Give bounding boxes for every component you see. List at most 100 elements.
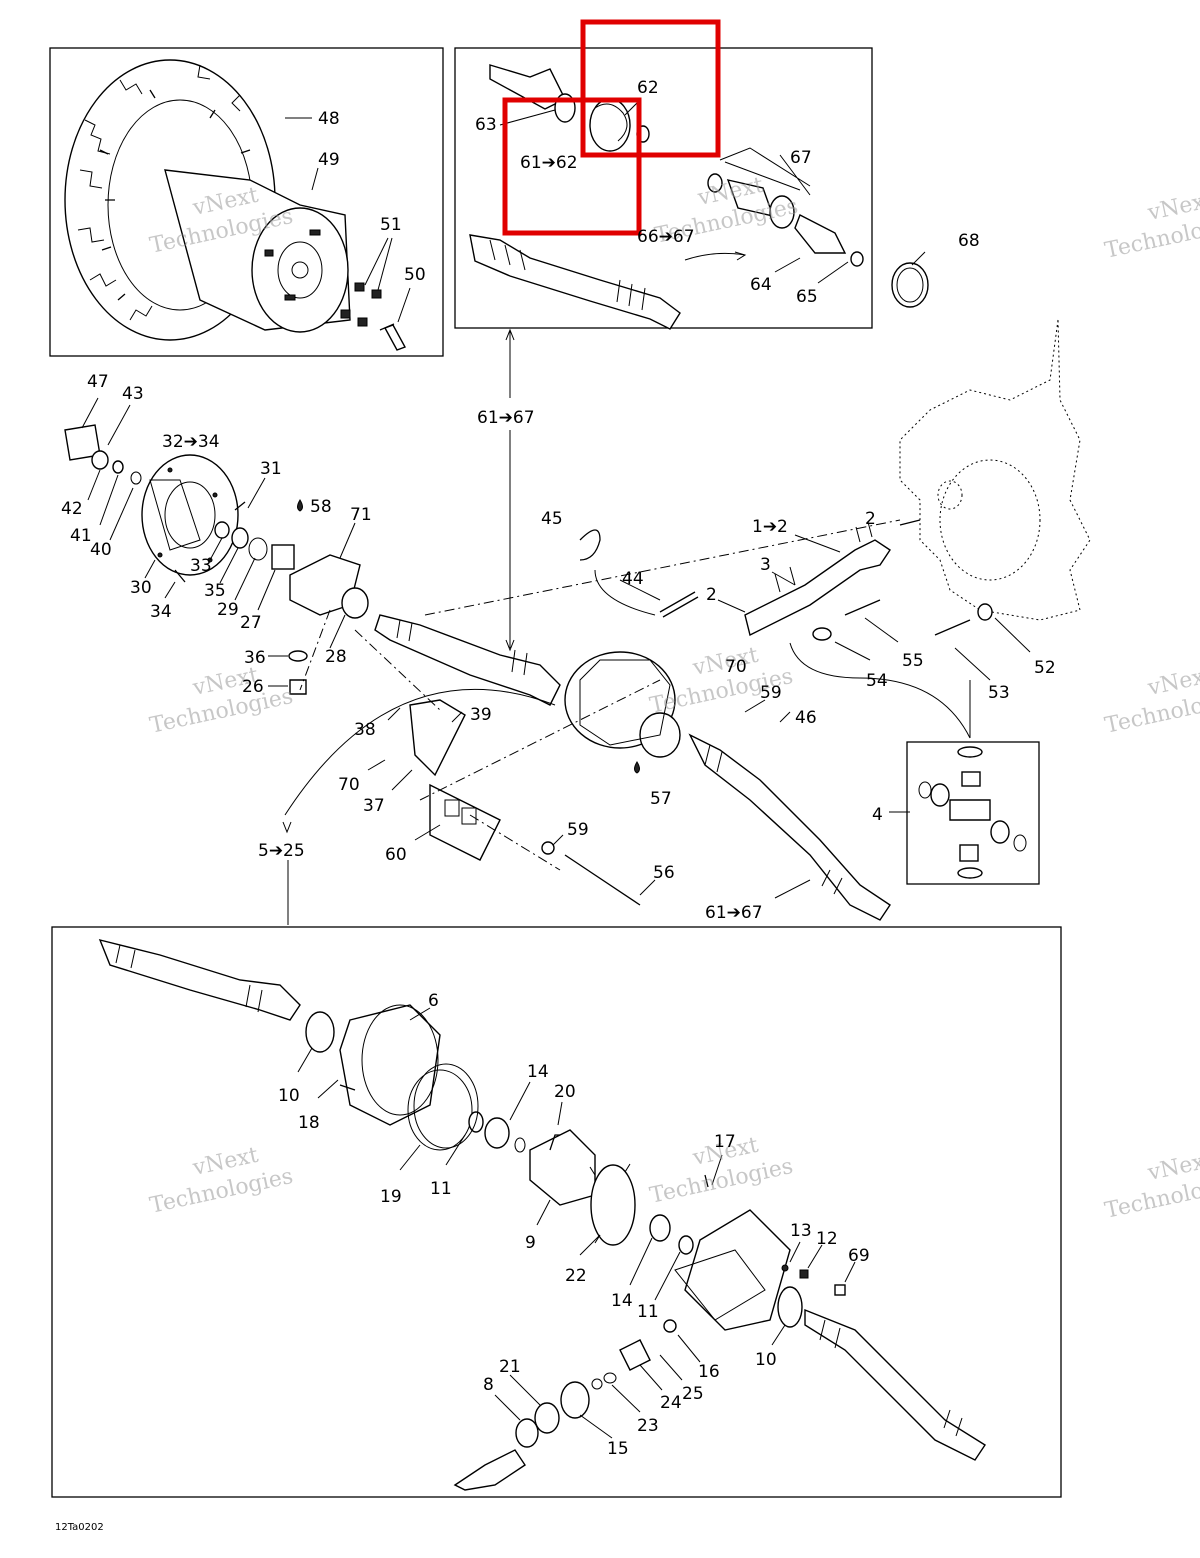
part-label: 24: [660, 1393, 682, 1413]
part-label: 44: [622, 569, 644, 589]
part-label: 13: [790, 1221, 812, 1241]
part-label: 43: [122, 384, 144, 404]
part-label: 45: [541, 509, 563, 529]
wheel-stud: [379, 323, 407, 351]
part-label: 3: [760, 555, 771, 575]
part-label: 61➔67: [705, 903, 763, 923]
spring-and-clip: [579, 529, 699, 618]
part-label: 5➔25: [258, 841, 305, 861]
highlight-box-62: [580, 19, 721, 158]
differential-frame: [51, 926, 1062, 1498]
part-label: 58: [310, 497, 332, 517]
part-label: 68: [958, 231, 980, 251]
universal-joint-cross: [918, 746, 1027, 879]
part-label: 57: [650, 789, 672, 809]
part-label: 41: [70, 526, 92, 546]
wheel-frame: [49, 47, 444, 357]
part-label: 8: [483, 1375, 494, 1395]
part-label: 61➔67: [477, 408, 535, 428]
part-label: 54: [866, 671, 888, 691]
part-label: 11: [637, 1302, 659, 1322]
part-label: 31: [260, 459, 282, 479]
part-label: 51: [380, 215, 402, 235]
part-label: 26: [242, 677, 264, 697]
part-label: 56: [653, 863, 675, 883]
part-label: 64: [750, 275, 772, 295]
part-label: 30: [130, 578, 152, 598]
part-label: 53: [988, 683, 1010, 703]
part-label: 50: [404, 265, 426, 285]
part-label: 21: [499, 1357, 521, 1377]
part-label: 46: [795, 708, 817, 728]
part-label: 19: [380, 1187, 402, 1207]
part-label: 49: [318, 150, 340, 170]
part-label: 34: [150, 602, 172, 622]
part-label: 27: [240, 613, 262, 633]
part-label: 55: [902, 651, 924, 671]
part-label: 14: [611, 1291, 633, 1311]
part-label: 1➔2: [752, 517, 788, 537]
oil-drop-icon: [297, 499, 303, 512]
rear-driveshaft-illustration: [744, 519, 993, 641]
part-label: 59: [567, 820, 589, 840]
universal-joint-frame: [906, 741, 1040, 885]
part-label: 17: [714, 1132, 736, 1152]
part-label: 37: [363, 796, 385, 816]
part-label: 6: [428, 991, 439, 1011]
part-label: 38: [354, 720, 376, 740]
part-label: 52: [1034, 658, 1056, 678]
diagram-code: 12Ta0202: [55, 1522, 104, 1533]
assembly-lines: [299, 519, 901, 871]
part-label: 9: [525, 1233, 536, 1253]
part-label: 11: [430, 1179, 452, 1199]
part-label: 14: [527, 1062, 549, 1082]
part-label: 65: [796, 287, 818, 307]
part-label: 66➔67: [637, 227, 695, 247]
part-label: 22: [565, 1266, 587, 1286]
part-label: 67: [790, 148, 812, 168]
part-label: 70: [338, 775, 360, 795]
part-label: 70: [725, 657, 747, 677]
part-label: 61➔62: [520, 153, 578, 173]
rim-illustration: [164, 169, 351, 333]
part-label: 4: [872, 805, 883, 825]
part-label: 25: [682, 1384, 704, 1404]
engine-outline: [899, 319, 1091, 621]
part-label: 23: [637, 1416, 659, 1436]
bearing-ring-68: [891, 262, 929, 308]
part-label: 10: [755, 1350, 777, 1370]
part-label: 2: [706, 585, 717, 605]
leader-lines: [81, 99, 1031, 1439]
part-label: 10: [278, 1086, 300, 1106]
part-label: 32➔34: [162, 432, 220, 452]
part-label: 71: [350, 505, 372, 525]
axle-center-illustration: [409, 651, 891, 921]
part-label: 35: [204, 581, 226, 601]
part-label: 2: [865, 509, 876, 529]
part-label: 12: [816, 1229, 838, 1249]
part-label: 20: [554, 1082, 576, 1102]
part-label: 62: [637, 78, 659, 98]
hub-brake-illustration: [64, 424, 561, 706]
part-label: 29: [217, 600, 239, 620]
part-label: 36: [244, 648, 266, 668]
part-label: 59: [760, 683, 782, 703]
part-label: 40: [90, 540, 112, 560]
part-label: 63: [475, 115, 497, 135]
oil-drop-icon: [634, 761, 640, 774]
part-label: 15: [607, 1439, 629, 1459]
part-label: 28: [325, 647, 347, 667]
o-ring-19: [413, 1063, 479, 1149]
highlight-box-61-62: [502, 97, 642, 236]
part-label: 39: [470, 705, 492, 725]
part-label: 42: [61, 499, 83, 519]
part-label: 18: [298, 1113, 320, 1133]
part-label: 47: [87, 372, 109, 392]
part-label: 16: [698, 1362, 720, 1382]
part-label: 33: [190, 556, 212, 576]
